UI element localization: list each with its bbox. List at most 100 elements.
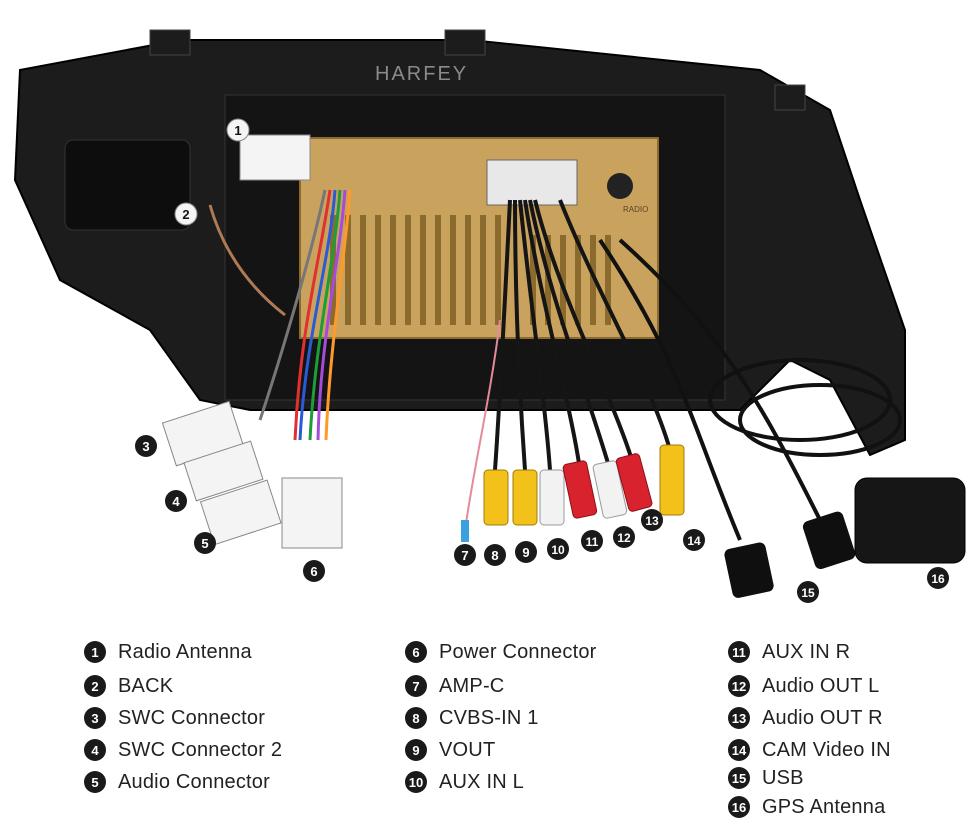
legend-number: 16	[728, 796, 750, 818]
legend-item-power-connector: 6 Power Connector	[405, 638, 597, 666]
wire-bundle	[258, 189, 352, 441]
rca-cable-bundle	[493, 199, 672, 471]
brand-watermark: HARFEY	[375, 63, 468, 85]
legend-number: 1	[84, 641, 106, 663]
legend-item-aux-in-r: 11 AUX IN R	[728, 638, 850, 666]
legend-label: GPS Antenna	[762, 795, 886, 818]
legend-label: CVBS-IN 1	[439, 706, 539, 729]
svg-text:4: 4	[172, 494, 180, 509]
legend-number: 5	[84, 771, 106, 793]
rca-aux-in-l	[539, 469, 565, 526]
legend-label: Radio Antenna	[118, 640, 252, 663]
svg-text:6: 6	[310, 564, 317, 579]
legend-item-audio-out-l: 12 Audio OUT L	[728, 672, 879, 700]
callout-4: 4	[165, 490, 187, 512]
radio-antenna-plug	[239, 134, 311, 181]
legend-label: Power Connector	[439, 640, 597, 663]
callout-2: 2	[174, 202, 198, 226]
callout-7: 7	[454, 544, 476, 566]
svg-text:9: 9	[522, 545, 529, 560]
callout-13: 13	[641, 509, 663, 531]
svg-text:13: 13	[645, 514, 659, 528]
callout-12: 12	[613, 526, 635, 548]
legend-label: CAM Video IN	[762, 738, 891, 761]
chassis-vents	[330, 215, 611, 325]
radio-port-label: RADIO	[623, 205, 648, 214]
svg-text:8: 8	[491, 548, 498, 563]
amp-c-wire	[464, 319, 501, 531]
legend-number: 7	[405, 675, 427, 697]
gold-chassis	[299, 137, 659, 339]
svg-text:10: 10	[551, 543, 565, 557]
legend-label: SWC Connector	[118, 706, 266, 729]
legend-item-back: 2 BACK	[84, 672, 173, 700]
radio-antenna-port	[607, 173, 633, 199]
usb-plug-2	[802, 511, 856, 570]
head-unit-photo: HARFEY RADIO	[13, 29, 966, 603]
power-connector-plug	[281, 477, 343, 549]
legend-item-amp-c: 7 AMP-C	[405, 672, 504, 700]
legend-number: 8	[405, 707, 427, 729]
rca-vout	[512, 469, 538, 526]
mount-tab-left	[149, 29, 191, 56]
legend-label: Audio OUT R	[762, 706, 883, 729]
amp-c-plug	[461, 520, 469, 542]
svg-text:7: 7	[461, 548, 468, 563]
legend-number: 2	[84, 675, 106, 697]
callout-6: 6	[303, 560, 325, 582]
legend-label: USB	[762, 766, 804, 789]
legend-item-radio-antenna: 1 Radio Antenna	[84, 638, 252, 666]
rca-audio-out-l	[592, 460, 628, 519]
callout-10: 10	[547, 538, 569, 560]
callout-15: 15	[797, 581, 819, 603]
back-wire	[208, 204, 286, 317]
callout-8: 8	[484, 544, 506, 566]
svg-text:12: 12	[617, 531, 631, 545]
callout-5: 5	[194, 532, 216, 554]
callout-11: 11	[581, 530, 603, 552]
callout-16: 16	[927, 567, 949, 589]
rca-aux-in-r	[562, 460, 598, 519]
callout-14: 14	[683, 529, 705, 551]
rear-connector-block	[486, 159, 578, 206]
swc-connector-2-plug	[183, 440, 264, 502]
legend-item-cam-video-in: 14 CAM Video IN	[728, 736, 891, 764]
callout-3: 3	[135, 435, 157, 457]
legend-number: 9	[405, 739, 427, 761]
svg-text:16: 16	[931, 572, 945, 586]
svg-text:11: 11	[586, 535, 599, 549]
legend-number: 12	[728, 675, 750, 697]
legend-item-swc-connector-2: 4 SWC Connector 2	[84, 736, 282, 764]
svg-text:14: 14	[687, 534, 701, 548]
left-pocket	[64, 139, 191, 231]
legend-label: Audio OUT L	[762, 674, 880, 697]
callout-1: 1	[226, 118, 250, 142]
legend-number: 6	[405, 641, 427, 663]
legend-label: AMP-C	[439, 674, 505, 697]
svg-text:1: 1	[234, 123, 241, 138]
legend-label: VOUT	[439, 738, 496, 761]
rca-plugs	[483, 444, 685, 526]
svg-text:15: 15	[801, 586, 815, 600]
legend-number: 13	[728, 707, 750, 729]
rca-cvbs-in-1	[483, 469, 509, 526]
legend-number: 15	[728, 767, 750, 789]
legend-item-cvbs-in-1: 8 CVBS-IN 1	[405, 704, 539, 732]
legend-number: 11	[728, 641, 750, 663]
legend-item-audio-connector: 5 Audio Connector	[84, 768, 270, 796]
legend-number: 14	[728, 739, 750, 761]
legend-label: Audio Connector	[118, 770, 270, 793]
svg-text:3: 3	[142, 439, 149, 454]
legend-item-audio-out-r: 13 Audio OUT R	[728, 704, 883, 732]
usb-plug-1	[724, 542, 774, 598]
legend-item-gps-antenna: 16 GPS Antenna	[728, 793, 885, 821]
legend-item-swc-connector: 3 SWC Connector	[84, 704, 265, 732]
usb-cables	[598, 238, 902, 541]
rca-audio-out-r	[615, 453, 653, 512]
legend-item-vout: 9 VOUT	[405, 736, 495, 764]
legend-label: SWC Connector 2	[118, 738, 283, 761]
legend-number: 10	[405, 771, 427, 793]
audio-connector-plug	[199, 479, 282, 546]
mount-tab-right	[774, 84, 806, 111]
legend-label: AUX IN R	[762, 640, 851, 663]
